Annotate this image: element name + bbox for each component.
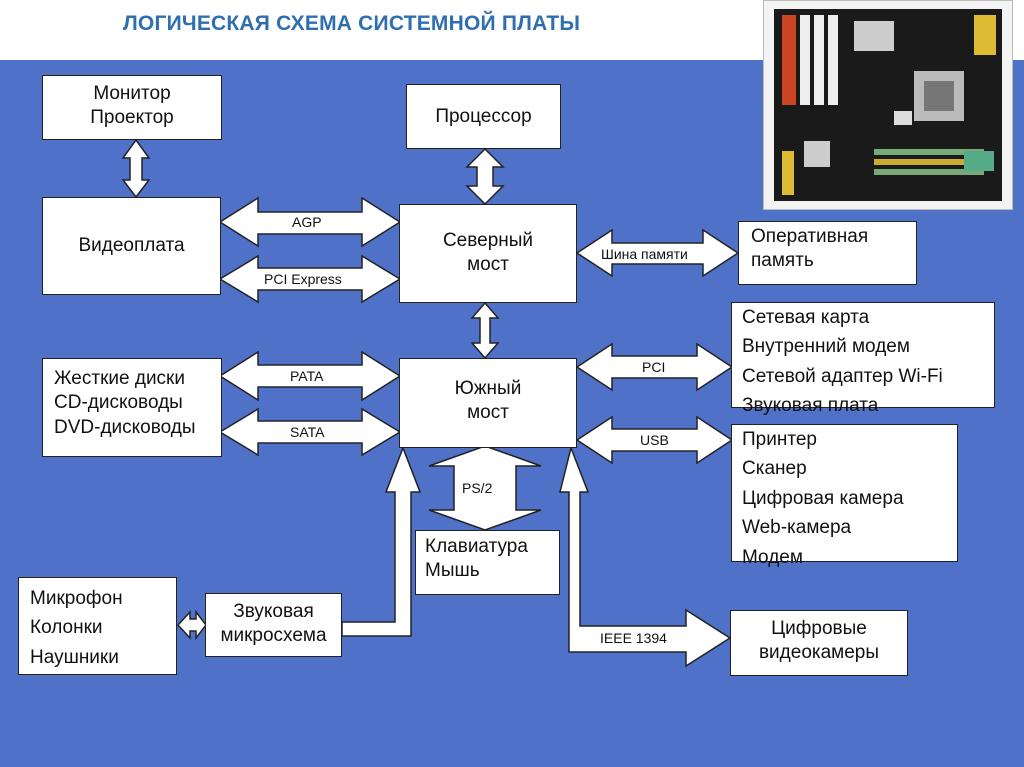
arrow-cpu-north — [465, 147, 505, 206]
bus-label-ieee: IEEE 1394 — [600, 630, 667, 646]
box-ram: Оперативная память — [738, 221, 917, 285]
box-camcorders: Цифровые видеокамеры — [730, 610, 908, 676]
bus-label-memory: Шина памяти — [601, 246, 688, 262]
page-title: ЛОГИЧЕСКАЯ СХЕМА СИСТЕМНОЙ ПЛАТЫ — [123, 12, 581, 35]
arrow-monitor-video — [121, 138, 151, 199]
box-sound-chip: Звуковая микросхема — [205, 593, 342, 657]
arrow-north-south — [470, 301, 500, 360]
box-usb-devices: Принтер Сканер Цифровая камера Web-камер… — [731, 424, 958, 568]
arrow-sound-south — [341, 445, 422, 637]
bus-label-pata: PATA — [290, 368, 324, 384]
box-keyboard-mouse: Клавиатура Мышь — [415, 530, 560, 595]
bus-label-usb: USB — [640, 432, 669, 448]
bus-label-ps2: PS/2 — [462, 480, 493, 496]
bus-label-pcie: PCI Express — [264, 271, 342, 287]
box-pci-devices: Сетевая карта Внутренний модем Сетевой а… — [731, 302, 995, 416]
box-monitor: Монитор Проектор — [42, 75, 222, 140]
box-video-card: Видеоплата — [42, 197, 221, 295]
arrow-mic-chip — [176, 609, 207, 641]
bus-label-pci: PCI — [642, 359, 666, 375]
motherboard-image — [763, 0, 1013, 210]
box-north-bridge: Северный мост — [399, 204, 577, 303]
bus-label-agp: AGP — [292, 214, 322, 230]
bus-label-sata: SATA — [290, 424, 325, 440]
box-south-bridge: Южный мост — [399, 358, 577, 448]
box-audio-devices: Микрофон Колонки Наушники — [18, 577, 177, 675]
box-disks: Жесткие диски CD-дисководы DVD-дисководы — [42, 358, 222, 457]
box-cpu: Процессор — [406, 84, 561, 149]
